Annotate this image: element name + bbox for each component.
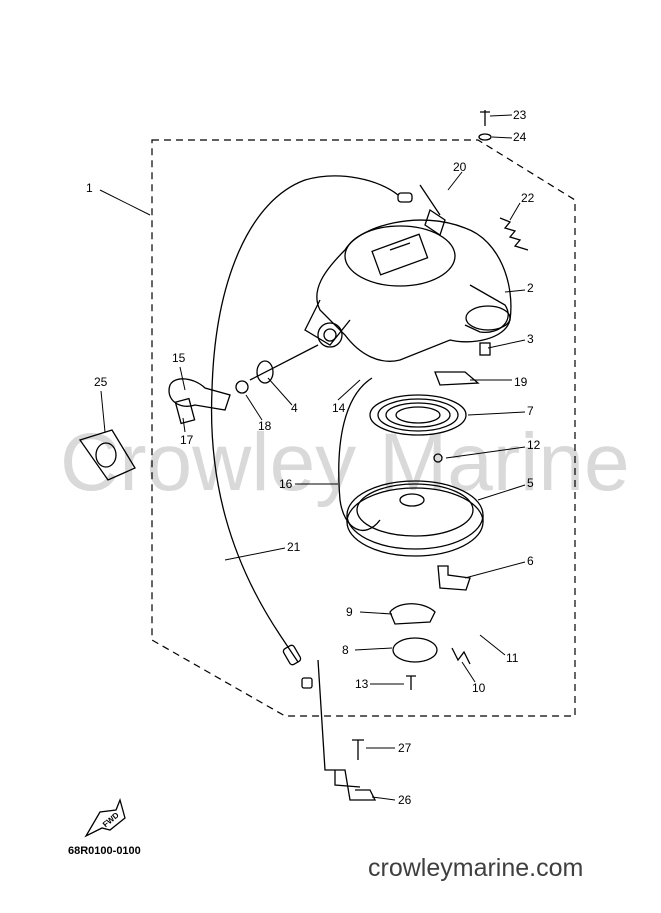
callout-20: 20 — [453, 160, 467, 174]
starter-case — [304, 184, 512, 362]
callout-3: 3 — [527, 332, 534, 346]
callout-18: 18 — [258, 419, 272, 433]
callout-8: 8 — [342, 643, 349, 657]
callout-7: 7 — [527, 404, 534, 418]
spiral-spring-7 — [369, 394, 467, 436]
footer-url[interactable]: crowleymarine.com — [368, 854, 584, 882]
callout-19: 19 — [514, 375, 528, 389]
callout-21: 21 — [287, 540, 301, 554]
watermark-text: Crowley Marine — [60, 417, 630, 508]
bracket-19 — [434, 371, 480, 386]
pawl-6 — [437, 565, 471, 591]
sheave-drum-5 — [346, 480, 484, 557]
callout-16: 16 — [279, 477, 293, 491]
callout-13: 13 — [355, 677, 369, 691]
washer-24 — [478, 133, 492, 141]
cable-16 — [338, 377, 381, 532]
callout-25: 25 — [94, 375, 108, 389]
handle-linkage — [168, 344, 319, 425]
callout-10: 10 — [472, 681, 486, 695]
callout-14: 14 — [332, 401, 346, 415]
assembly-boundary — [151, 139, 576, 717]
drive-cover-8 — [392, 637, 438, 663]
rubber-pad-25 — [78, 429, 136, 481]
collar-3 — [479, 342, 491, 356]
fwd-label: FWD — [101, 810, 121, 829]
fwd-arrow-icon — [84, 797, 126, 838]
callout-12: 12 — [527, 438, 541, 452]
callout-4: 4 — [291, 401, 298, 415]
callout-6: 6 — [527, 554, 534, 568]
bolt-13 — [406, 675, 416, 690]
callout-9: 9 — [346, 605, 353, 619]
part-code: 68R0100-0100 — [68, 845, 141, 857]
callout-26: 26 — [398, 793, 412, 807]
bracket-26 — [317, 659, 377, 801]
return-spring-10 — [451, 647, 471, 665]
spring-22 — [499, 217, 529, 251]
cable-21 — [210, 175, 399, 663]
washer-12 — [433, 453, 443, 463]
cable-end-bottom — [282, 644, 302, 666]
cable-tip — [301, 677, 313, 689]
callout-27: 27 — [398, 741, 412, 755]
leader-lines — [99, 114, 526, 801]
callout-11: 11 — [506, 651, 519, 665]
cable-end-top — [397, 192, 413, 203]
callout-23: 23 — [513, 108, 527, 122]
callout-24: 24 — [513, 130, 527, 144]
callout-2: 2 — [527, 281, 534, 295]
bolt-27 — [352, 739, 364, 760]
callout-labels: 1234567891011121314151617181920212223242… — [86, 108, 541, 807]
callout-5: 5 — [527, 476, 534, 490]
callout-15: 15 — [172, 351, 186, 365]
bolt-23 — [480, 110, 490, 126]
callout-22: 22 — [521, 191, 535, 205]
callout-1: 1 — [86, 181, 93, 195]
friction-plate-9 — [389, 603, 436, 625]
callout-17: 17 — [180, 433, 194, 447]
